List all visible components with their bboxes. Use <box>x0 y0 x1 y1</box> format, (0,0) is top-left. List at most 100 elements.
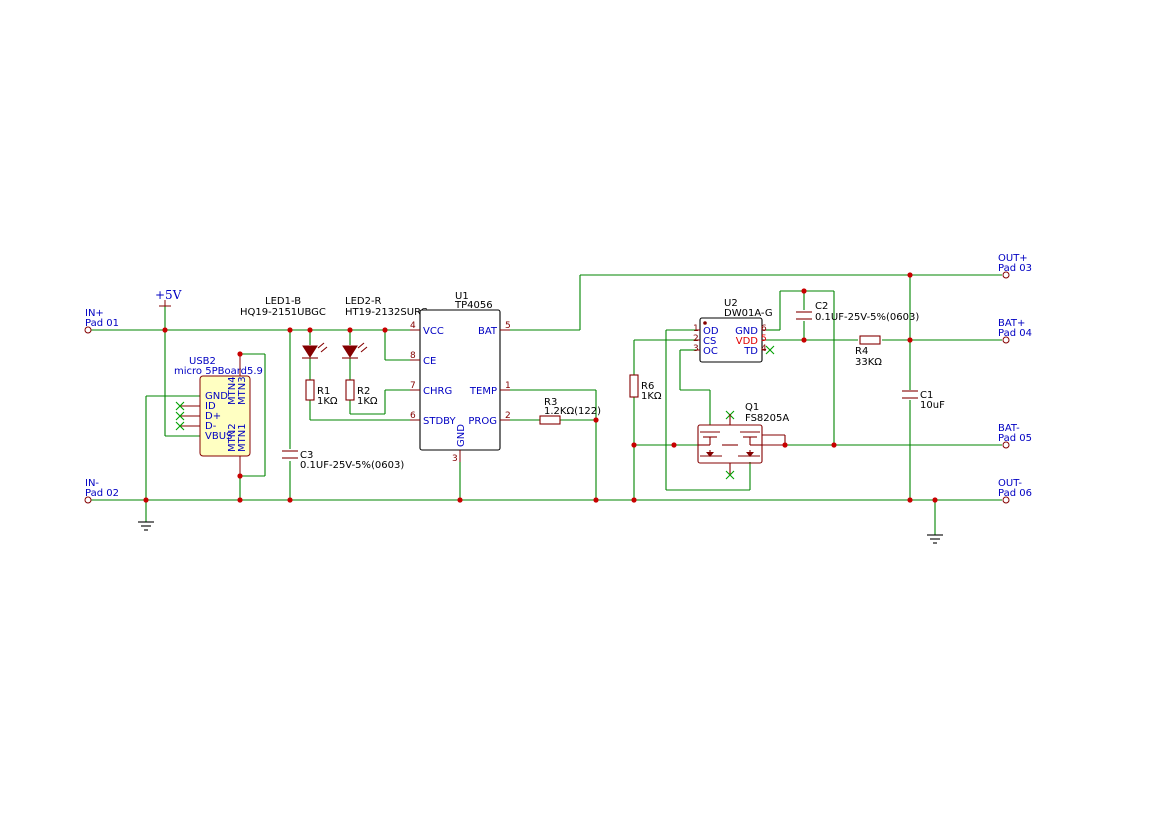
r2-value: 1KΩ <box>357 396 378 407</box>
u1-pin-vcc: VCC <box>423 326 444 337</box>
u2-value: DW01A-G <box>724 308 773 319</box>
u2-num-oc: 3 <box>693 344 699 354</box>
u1-pin-temp: TEMP <box>469 386 497 397</box>
r4-value: 33KΩ <box>855 357 882 368</box>
usb-mtn1: MTN1 <box>237 423 248 452</box>
u1-num-chrg: 7 <box>410 381 416 391</box>
u1-value: TP4056 <box>454 300 493 311</box>
port-bat-neg: BAT- Pad 05 <box>998 423 1032 449</box>
no-connect-markers <box>175 345 775 480</box>
r6-value: 1KΩ <box>641 391 662 402</box>
led2-value: HT19-2132SURC <box>345 307 428 318</box>
c1-value: 10uF <box>920 400 945 411</box>
q1-ref: Q1 <box>745 402 759 413</box>
u1-pin-stdby: STDBY <box>423 416 456 427</box>
ic-u1-tp4056: U1 TP4056 VCC CE CHRG STDBY BAT TEMP PRO… <box>410 291 511 464</box>
usb-mtn4: MTN4 <box>227 376 238 405</box>
r3-value: 1.2KΩ(122) <box>544 406 601 417</box>
u1-num-temp: 1 <box>505 381 511 391</box>
u1-pin-prog: PROG <box>468 416 497 427</box>
q1-value: FS8205A <box>745 413 789 424</box>
usb-connector: USB2 micro 5PBoard5.9 GND ID D+ D- VBUS … <box>174 354 263 476</box>
u2-num-vdd: 5 <box>761 334 767 344</box>
capacitor-c1: C1 10uF <box>902 390 945 411</box>
port-bat-pos: BAT+ Pad 04 <box>998 318 1032 344</box>
resistor-r4: R4 33KΩ <box>855 335 882 368</box>
junction-dots <box>143 272 938 503</box>
u2-pin-cs: CS <box>703 336 716 347</box>
port-label: BAT- <box>998 423 1020 434</box>
port-pad: Pad 01 <box>85 318 119 329</box>
gnd-symbol-left <box>138 521 154 531</box>
u2-pin-td: TD <box>743 346 758 357</box>
c3-ref: C3 <box>300 450 313 461</box>
u2-num-cs: 2 <box>693 334 699 344</box>
port-pad: Pad 04 <box>998 328 1032 339</box>
u1-ref: U1 <box>455 291 469 302</box>
capacitor-c3: C3 0.1UF-25V-5%(0603) <box>282 450 404 471</box>
resistor-r2: R2 1KΩ <box>345 379 378 407</box>
power-5v-symbol: +5V <box>155 288 182 307</box>
wires <box>91 274 1002 535</box>
r6-ref: R6 <box>641 381 654 392</box>
u1-num-prog: 2 <box>505 411 511 421</box>
port-out-neg: OUT- Pad 06 <box>998 478 1032 504</box>
port-label: OUT+ <box>998 253 1028 264</box>
u1-num-ce: 8 <box>410 351 416 361</box>
r4-ref: R4 <box>855 346 868 357</box>
c2-ref: C2 <box>815 301 828 312</box>
u2-num-td: 4 <box>761 344 767 354</box>
usb-pin-dminus: D- <box>205 421 217 432</box>
led1: LED1-B HQ19-2151UBGC <box>240 296 328 359</box>
u1-num-vcc: 4 <box>410 321 416 331</box>
usb-ref: USB2 <box>189 356 216 367</box>
u2-num-od: 1 <box>693 324 699 334</box>
gnd-symbol-right <box>927 534 943 544</box>
usb-pin-id: ID <box>205 401 216 412</box>
led2-ref: LED2-R <box>345 296 382 307</box>
capacitor-c2: C2 0.1UF-25V-5%(0603) <box>796 301 919 323</box>
port-pad: Pad 06 <box>998 488 1032 499</box>
port-out-pos: OUT+ Pad 03 <box>998 253 1032 279</box>
port-label: IN+ <box>85 308 104 319</box>
u2-pin-vdd: VDD <box>736 336 759 347</box>
mosfet-q1-fs8205a: Q1 FS8205A <box>697 402 789 474</box>
usb-pin-gnd: GND <box>205 391 228 402</box>
r1-ref: R1 <box>317 386 330 397</box>
led1-value: HQ19-2151UBGC <box>240 307 326 318</box>
resistor-r3: R3 1.2KΩ(122) <box>539 397 601 425</box>
port-pad: Pad 05 <box>998 433 1032 444</box>
port-label: IN- <box>85 478 99 489</box>
c3-value: 0.1UF-25V-5%(0603) <box>300 460 404 471</box>
u1-num-bat: 5 <box>505 321 511 331</box>
power-label: +5V <box>155 288 182 302</box>
led2: LED2-R HT19-2132SURC <box>342 296 428 359</box>
r2-ref: R2 <box>357 386 370 397</box>
ic-u2-dw01a: U2 DW01A-G OD CS OC GND VDD TD 1 2 3 6 5… <box>693 298 773 363</box>
u1-pin-ce: CE <box>423 356 436 367</box>
u2-pin-od: OD <box>703 326 719 337</box>
u1-pin-bat: BAT <box>478 326 498 337</box>
u1-pin-chrg: CHRG <box>423 386 452 397</box>
u2-ref: U2 <box>724 298 738 309</box>
usb-pin-vbus: VBUS <box>205 431 232 442</box>
port-label: OUT- <box>998 478 1022 489</box>
r1-value: 1KΩ <box>317 396 338 407</box>
usb-pin-dplus: D+ <box>205 411 221 422</box>
resistor-r1: R1 1KΩ <box>305 379 338 407</box>
c2-value: 0.1UF-25V-5%(0603) <box>815 312 919 323</box>
u1-num-stdby: 6 <box>410 411 416 421</box>
led1-ref: LED1-B <box>265 296 301 307</box>
port-pad: Pad 02 <box>85 488 119 499</box>
port-pad: Pad 03 <box>998 263 1032 274</box>
r3-ref: R3 <box>544 397 557 408</box>
u1-num-gnd: 3 <box>452 454 458 464</box>
c1-ref: C1 <box>920 390 933 401</box>
usb-value: micro 5PBoard5.9 <box>174 366 263 377</box>
port-in-neg: IN- Pad 02 <box>84 478 119 504</box>
resistor-r6: R6 1KΩ <box>629 374 662 402</box>
u2-pin-oc: OC <box>703 346 718 357</box>
port-in-pos: IN+ Pad 01 <box>84 308 119 334</box>
usb-mtn2: MTN2 <box>227 423 238 452</box>
